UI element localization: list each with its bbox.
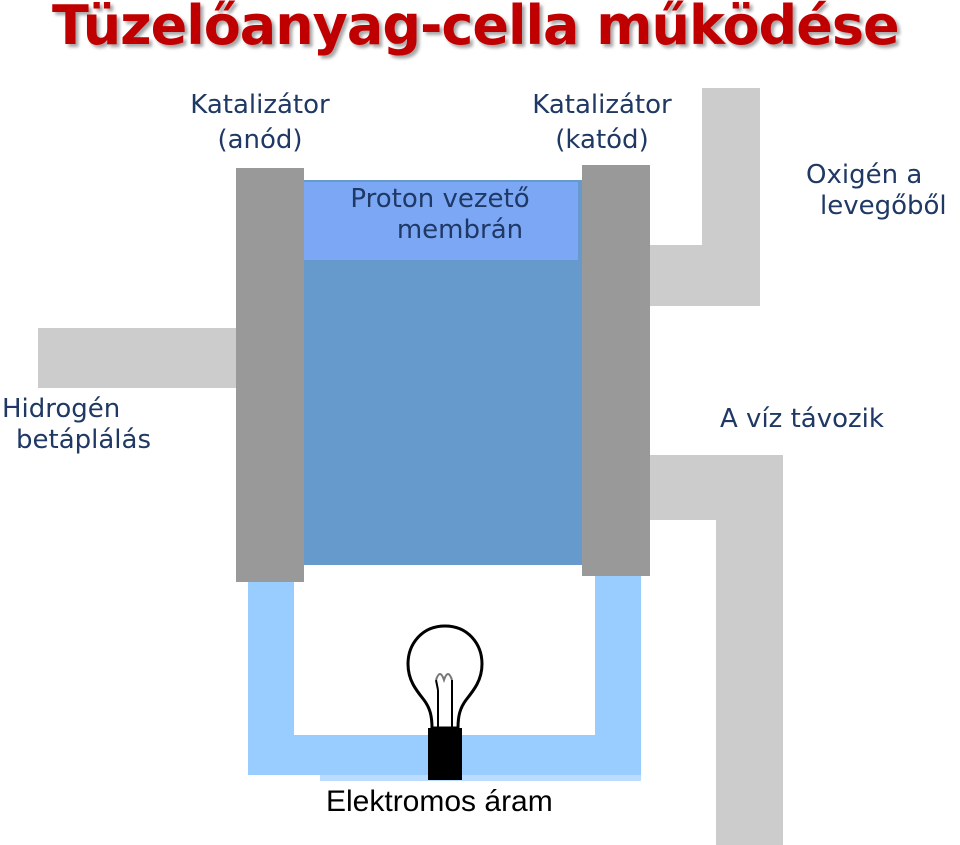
hydrogen-label: Hidrogén betáplálás xyxy=(2,394,172,456)
anode-catalyst-label-line1: Katalizátor xyxy=(190,90,330,120)
membrane-label: Proton vezető membrán xyxy=(330,184,550,246)
membrane-label-line1: Proton vezető xyxy=(350,184,530,214)
hydrogen-label-line2: betáplálás xyxy=(16,425,151,456)
anode-catalyst-label-line2: (anód) xyxy=(217,125,303,156)
circuit-wire-shadow xyxy=(320,775,641,781)
cathode-catalyst-label-line1: Katalizátor xyxy=(532,90,672,120)
cathode-catalyst-label-line2: (katód) xyxy=(555,125,649,156)
light-bulb-icon xyxy=(406,624,484,780)
oxygen-inlet-pipe-horizontal xyxy=(650,245,760,306)
hydrogen-inlet-pipe xyxy=(38,328,238,388)
anode-electrode xyxy=(236,168,304,582)
hydrogen-label-line1: Hidrogén xyxy=(2,394,121,424)
oxygen-label: Oxigén a levegőből xyxy=(806,160,956,222)
oxygen-label-line2: levegőből xyxy=(820,191,947,222)
proton-membrane xyxy=(304,182,578,260)
membrane-label-line2: membrán xyxy=(396,215,524,246)
circuit-wire-right xyxy=(595,570,641,775)
anode-catalyst-label: Katalizátor (anód) xyxy=(180,90,340,156)
water-outlet-pipe-vertical xyxy=(716,455,783,845)
page-title: Tüzelőanyag-cella működése xyxy=(52,0,900,57)
cathode-electrode xyxy=(582,165,650,576)
oxygen-label-line1: Oxigén a xyxy=(806,160,923,190)
water-label: A víz távozik xyxy=(720,404,884,434)
cathode-catalyst-label: Katalizátor (katód) xyxy=(522,90,682,156)
current-label: Elektromos áram xyxy=(326,785,553,818)
